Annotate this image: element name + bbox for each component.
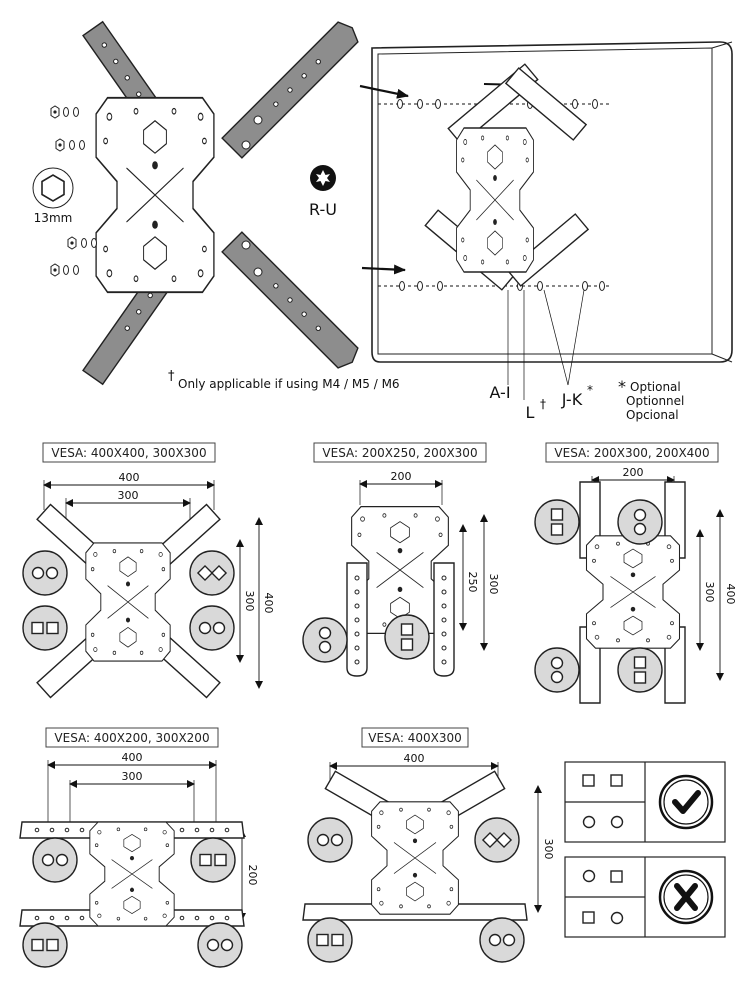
callout-j-k-mark: * (587, 383, 593, 397)
dim-width: 400 (404, 752, 425, 765)
tv-back (359, 41, 733, 400)
dim-width-outer: 400 (122, 751, 143, 764)
optional-fr: Optionnel (626, 394, 684, 408)
note-marker: † (168, 369, 175, 384)
panel-vesa-400x300: VESA: 400X300 400 300 (302, 727, 555, 963)
dim-height-inner: 300 (703, 582, 716, 603)
panel-title: VESA: 200X250, 200X300 (322, 446, 477, 460)
callout-j-k: J-K (561, 390, 583, 409)
dim-width: 200 (623, 466, 644, 479)
panel-vesa-400x200: VESA: 400X200, 300X200 400 300 200 (19, 727, 259, 968)
dim-height-outer: 400 (724, 584, 737, 605)
dim-width-inner: 300 (118, 489, 139, 502)
note-text: Only applicable if using M4 / M5 / M6 (178, 377, 400, 391)
panel-title: VESA: 400X300 (368, 731, 462, 745)
callout-l: L (526, 403, 535, 422)
panel-vesa-200x300: VESA: 200X300, 200X400 200 300 400 (534, 442, 737, 704)
panel-title: VESA: 200X300, 200X400 (554, 446, 709, 460)
dim-width: 200 (391, 470, 412, 483)
legend-correct (564, 761, 726, 843)
hex-nut-icon (32, 167, 74, 209)
dim-width-outer: 400 (119, 471, 140, 484)
torx-bit-icon (310, 165, 336, 191)
legend-wrong (564, 856, 726, 938)
bit-label: R-U (309, 200, 337, 219)
optional-marker: * (618, 377, 626, 396)
optional-en: Optional (630, 380, 681, 394)
x-icon (658, 869, 714, 925)
panel-vesa-200x250: VESA: 200X250, 200X300 200 250 300 (302, 442, 500, 677)
optional-es: Opcional (626, 408, 679, 422)
panel-title: VESA: 400X400, 300X300 (51, 446, 206, 460)
dim-height: 300 (542, 839, 555, 860)
tool-size-label: 13mm (34, 211, 73, 225)
dim-height: 200 (246, 865, 259, 886)
exploded-assembly: 13mm R-U (32, 20, 359, 386)
panel-vesa-400x400: VESA: 400X400, 300X300 400 300 300 400 (22, 442, 275, 699)
panel-title: VESA: 400X200, 300X200 (54, 731, 209, 745)
dim-width-inner: 300 (122, 770, 143, 783)
callout-l-mark: † (540, 397, 546, 411)
dim-height-inner: 250 (466, 572, 479, 593)
dim-height-inner: 300 (243, 591, 256, 612)
callout-a-i: A-I (489, 383, 510, 402)
dim-height-outer: 300 (487, 574, 500, 595)
dim-height-outer: 400 (262, 593, 275, 614)
check-icon (658, 774, 714, 830)
